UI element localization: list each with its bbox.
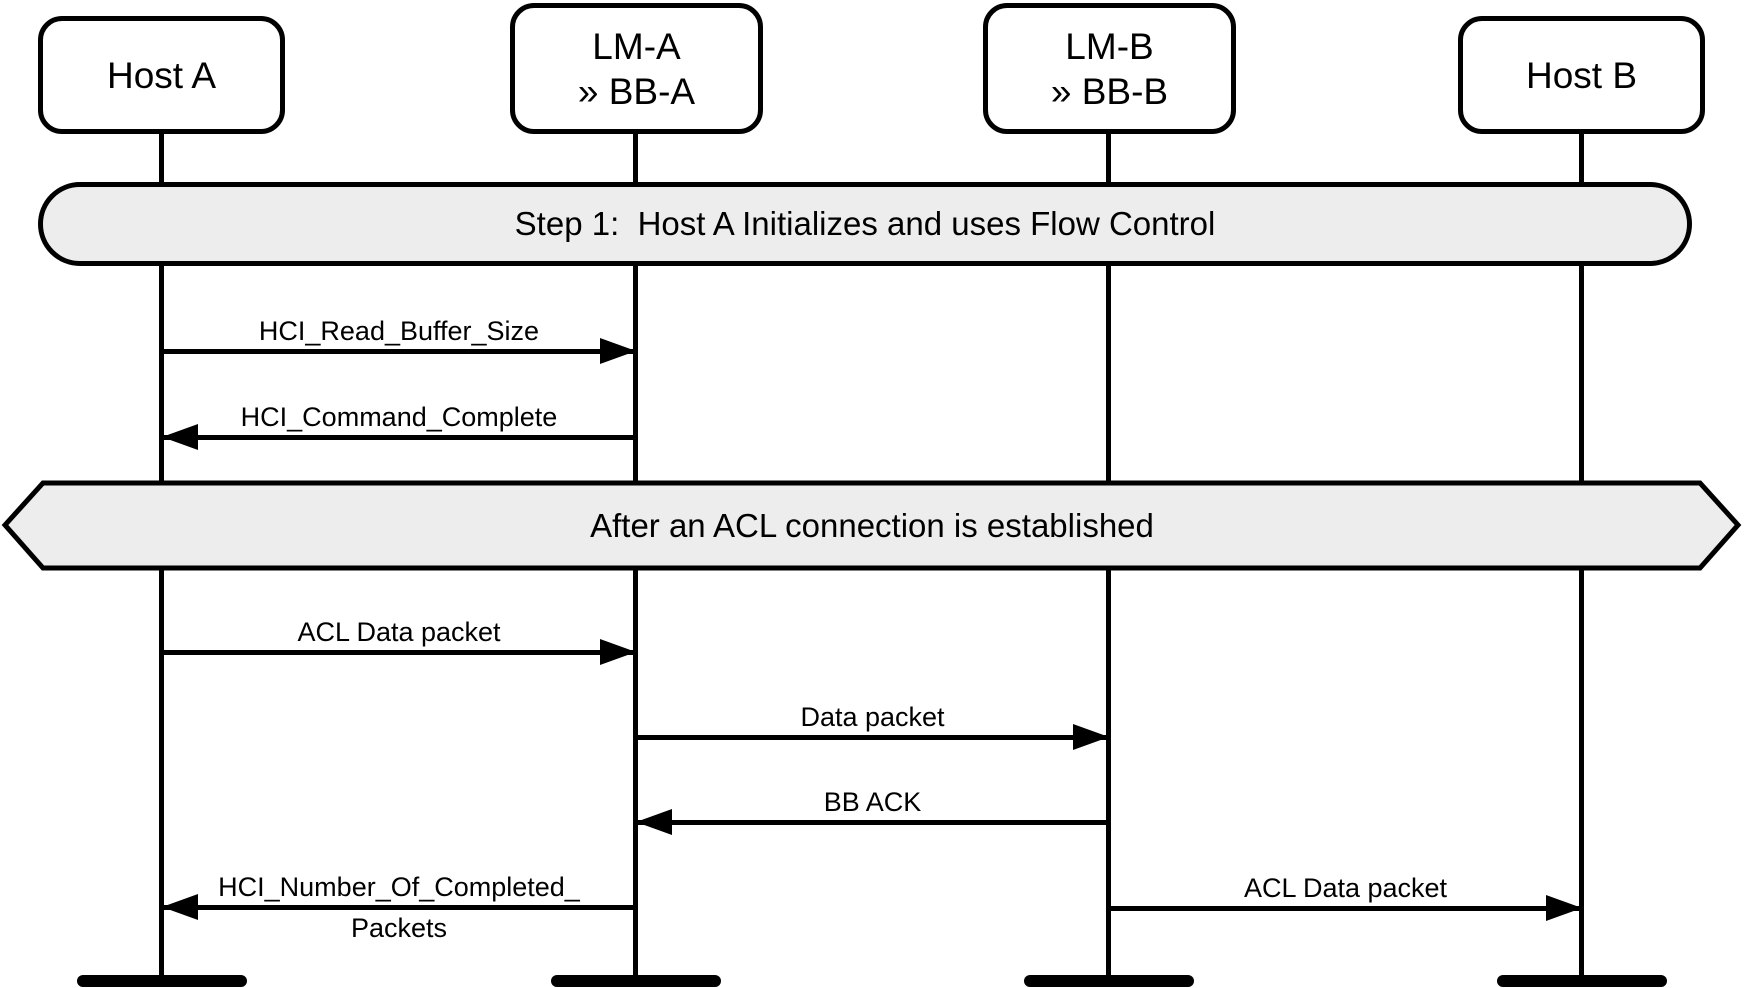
message-line (162, 435, 636, 440)
actor-label-lm-a-line2: » BB-A (577, 70, 696, 112)
message-line (162, 650, 636, 655)
message-label-acl-data-packet-right: ACL Data packet (1243, 873, 1448, 903)
message-label-hci-read-buffer-size: HCI_Read_Buffer_Size (258, 316, 540, 346)
message-label-bb-ack: BB ACK (823, 787, 922, 817)
step-banner: Step 1: Host A Initializes and uses Flow… (38, 182, 1692, 266)
message-label-acl-data-packet-left: ACL Data packet (297, 617, 501, 647)
actor-box-host-b: Host B (1458, 16, 1705, 134)
actor-label-host-b: Host B (1525, 54, 1638, 96)
actor-label-host-a: Host A (107, 54, 216, 96)
lifeline-end-bar-host-b (1497, 975, 1667, 987)
condition-banner-text: After an ACL connection is established (590, 506, 1154, 544)
lifeline-end-bar-host-a (77, 975, 247, 987)
arrowhead-right-icon (1073, 724, 1109, 750)
actor-box-lm-a: LM-A » BB-A (510, 3, 763, 134)
message-label-data-packet: Data packet (800, 702, 945, 732)
message-label-hci-number-of-completed-line2: Packets (350, 913, 448, 943)
arrowhead-left-icon (636, 809, 672, 835)
message-line (636, 820, 1109, 825)
condition-banner: After an ACL connection is established (0, 483, 1744, 568)
actor-label-lm-a-line1: LM-A (592, 25, 681, 67)
arrowhead-left-icon (162, 894, 198, 920)
message-label-hci-command-complete: HCI_Command_Complete (240, 402, 558, 432)
message-label-hci-number-of-completed-line1: HCI_Number_Of_Completed_ (218, 872, 580, 902)
message-line (162, 349, 636, 354)
lifeline-end-bar-lm-a (551, 975, 721, 987)
message-line (1109, 906, 1582, 911)
arrowhead-right-icon (1546, 895, 1582, 921)
message-line (636, 735, 1109, 740)
actor-label-lm-b-line2: » BB-B (1050, 70, 1169, 112)
actor-box-lm-b: LM-B » BB-B (983, 3, 1236, 134)
actor-box-host-a: Host A (38, 16, 285, 134)
lifeline-end-bar-lm-b (1024, 975, 1194, 987)
message-line (162, 905, 636, 910)
arrowhead-left-icon (162, 424, 198, 450)
step-banner-text: Step 1: Host A Initializes and uses Flow… (514, 205, 1216, 242)
arrowhead-right-icon (600, 338, 636, 364)
arrowhead-right-icon (600, 639, 636, 665)
actor-label-lm-b-line1: LM-B (1065, 25, 1154, 67)
